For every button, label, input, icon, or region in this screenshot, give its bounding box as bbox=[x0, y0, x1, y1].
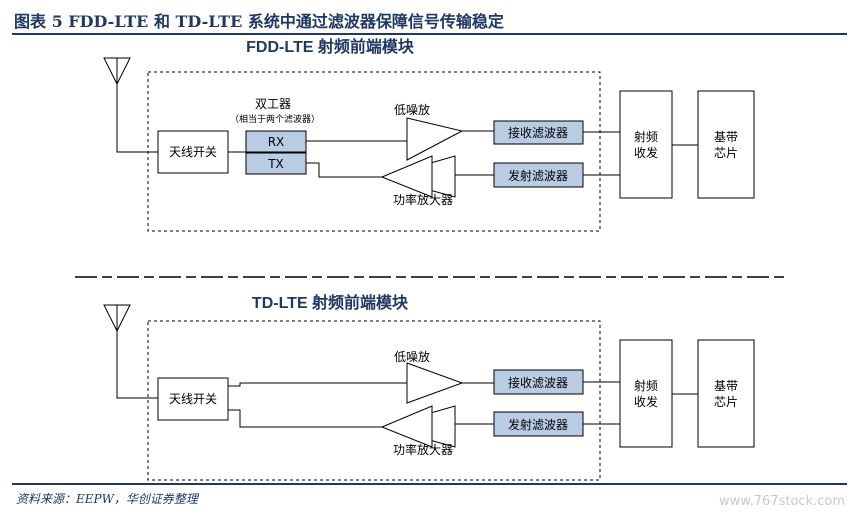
fdd-diagram-title: FDD-LTE 射频前端模块 bbox=[246, 37, 415, 56]
fdd-lna-label: 低噪放 bbox=[394, 102, 430, 117]
fdd-baseband-line1: 基带 bbox=[714, 130, 738, 144]
td-tx-filter-label: 发射滤波器 bbox=[508, 417, 568, 432]
td-baseband-line1: 基带 bbox=[714, 379, 738, 393]
td-tx-filter bbox=[493, 411, 584, 437]
fdd-transceiver-line2: 收发 bbox=[634, 145, 658, 160]
td-baseband-chip bbox=[697, 339, 755, 448]
td-antenna-switch-label: 天线开关 bbox=[169, 392, 217, 406]
td-pa-label: 功率放大器 bbox=[393, 442, 453, 457]
td-diagram-title: TD-LTE 射频前端模块 bbox=[252, 293, 409, 312]
td-lna-amplifier-icon bbox=[406, 362, 464, 404]
td-transceiver-line1: 射频 bbox=[634, 378, 658, 393]
fdd-antenna-switch bbox=[157, 130, 229, 174]
bottom-rule bbox=[12, 483, 847, 485]
fdd-baseband-line2: 芯片 bbox=[714, 146, 738, 160]
fdd-tx-label: TX bbox=[267, 157, 284, 171]
fdd-tx-filter bbox=[493, 162, 584, 188]
td-tx-wire bbox=[228, 409, 382, 428]
td-rx-filter-label: 接收滤波器 bbox=[508, 375, 568, 390]
td-lna-label: 低噪放 bbox=[394, 349, 430, 364]
td-antenna-icon bbox=[103, 304, 131, 333]
td-rx-wire bbox=[228, 382, 407, 387]
fdd-rx-filter-label: 接收滤波器 bbox=[508, 125, 568, 140]
fdd-pa-amplifier-icon bbox=[380, 155, 456, 198]
fdd-duplexer-title: 双工器 bbox=[255, 97, 291, 111]
td-baseband-line2: 芯片 bbox=[714, 395, 738, 409]
td-module-boundary bbox=[147, 320, 601, 481]
td-transceiver-line2: 收发 bbox=[634, 394, 658, 409]
fdd-antenna-switch-label: 天线开关 bbox=[169, 145, 217, 159]
source-note: 资料来源：EEPW，华创证券整理 bbox=[16, 492, 198, 506]
watermark: www.767stock.com bbox=[718, 494, 845, 509]
fdd-lna-amplifier-icon bbox=[406, 117, 464, 161]
fdd-pa-label: 功率放大器 bbox=[393, 192, 453, 207]
fdd-tx-filter-label: 发射滤波器 bbox=[508, 168, 568, 183]
td-rx-filter bbox=[493, 369, 584, 395]
fdd-baseband-chip bbox=[697, 90, 755, 199]
td-rf-transceiver bbox=[619, 339, 673, 448]
fdd-transceiver-line1: 射频 bbox=[634, 129, 658, 144]
fdd-rf-transceiver bbox=[619, 90, 673, 199]
fdd-duplexer-note: （相当于两个滤波器） bbox=[230, 113, 320, 125]
top-rule bbox=[12, 33, 847, 35]
td-antenna-switch bbox=[157, 377, 229, 421]
fdd-rx-label: RX bbox=[268, 135, 285, 149]
figure-title: 图表 5 FDD-LTE 和 TD-LTE 系统中通过滤波器保障信号传输稳定 bbox=[14, 12, 504, 31]
td-antenna-wire bbox=[116, 331, 158, 399]
fdd-antenna-icon bbox=[103, 57, 131, 86]
fdd-antenna-wire bbox=[116, 84, 158, 153]
fdd-tx-wire bbox=[306, 162, 382, 178]
td-pa-amplifier-icon bbox=[380, 405, 456, 448]
